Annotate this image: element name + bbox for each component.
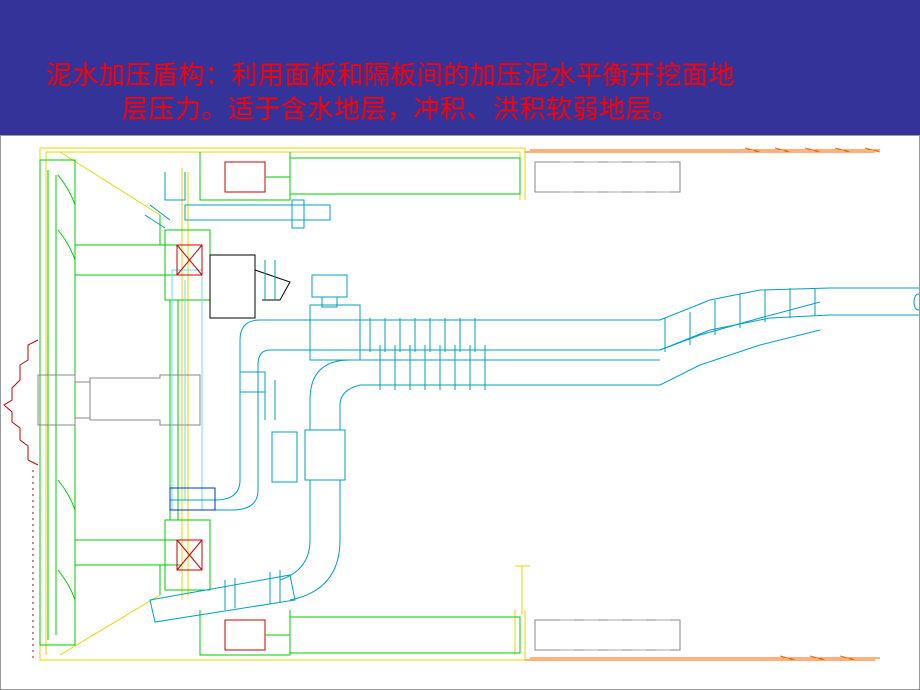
shield-shell (39, 147, 530, 661)
slurry-discharge-pipe (149, 260, 821, 623)
erector-block-bottom (176, 539, 203, 571)
slurry-feed-pipe (290, 287, 920, 361)
shield-jack-bottom (224, 616, 681, 654)
control-valve (144, 172, 348, 308)
diagram-border (0, 135, 920, 690)
tail-lining (525, 147, 881, 661)
slurry-shield-diagram (0, 135, 920, 690)
cutter-tip (3, 339, 39, 466)
jack-rod-hidden (560, 161, 680, 651)
cutter-arm (37, 374, 201, 426)
bulkhead-frame (171, 269, 203, 511)
caption-line-2: 层压力。适于含水地层，冲积、洪积软弱地层。 (122, 95, 679, 125)
bulkhead (164, 152, 291, 656)
erector-block-top (176, 244, 203, 276)
drive-motor (209, 254, 291, 319)
title-banner: 泥水加压盾构：利用面板和隔板间的加压泥水平衡开挖面地 层压力。适于含水地层，冲积… (0, 0, 920, 135)
cutter-face (39, 159, 182, 646)
shield-jack-top (224, 157, 681, 195)
caption-line-1: 泥水加压盾构：利用面板和隔板间的加压泥水平衡开挖面地 (46, 61, 736, 91)
